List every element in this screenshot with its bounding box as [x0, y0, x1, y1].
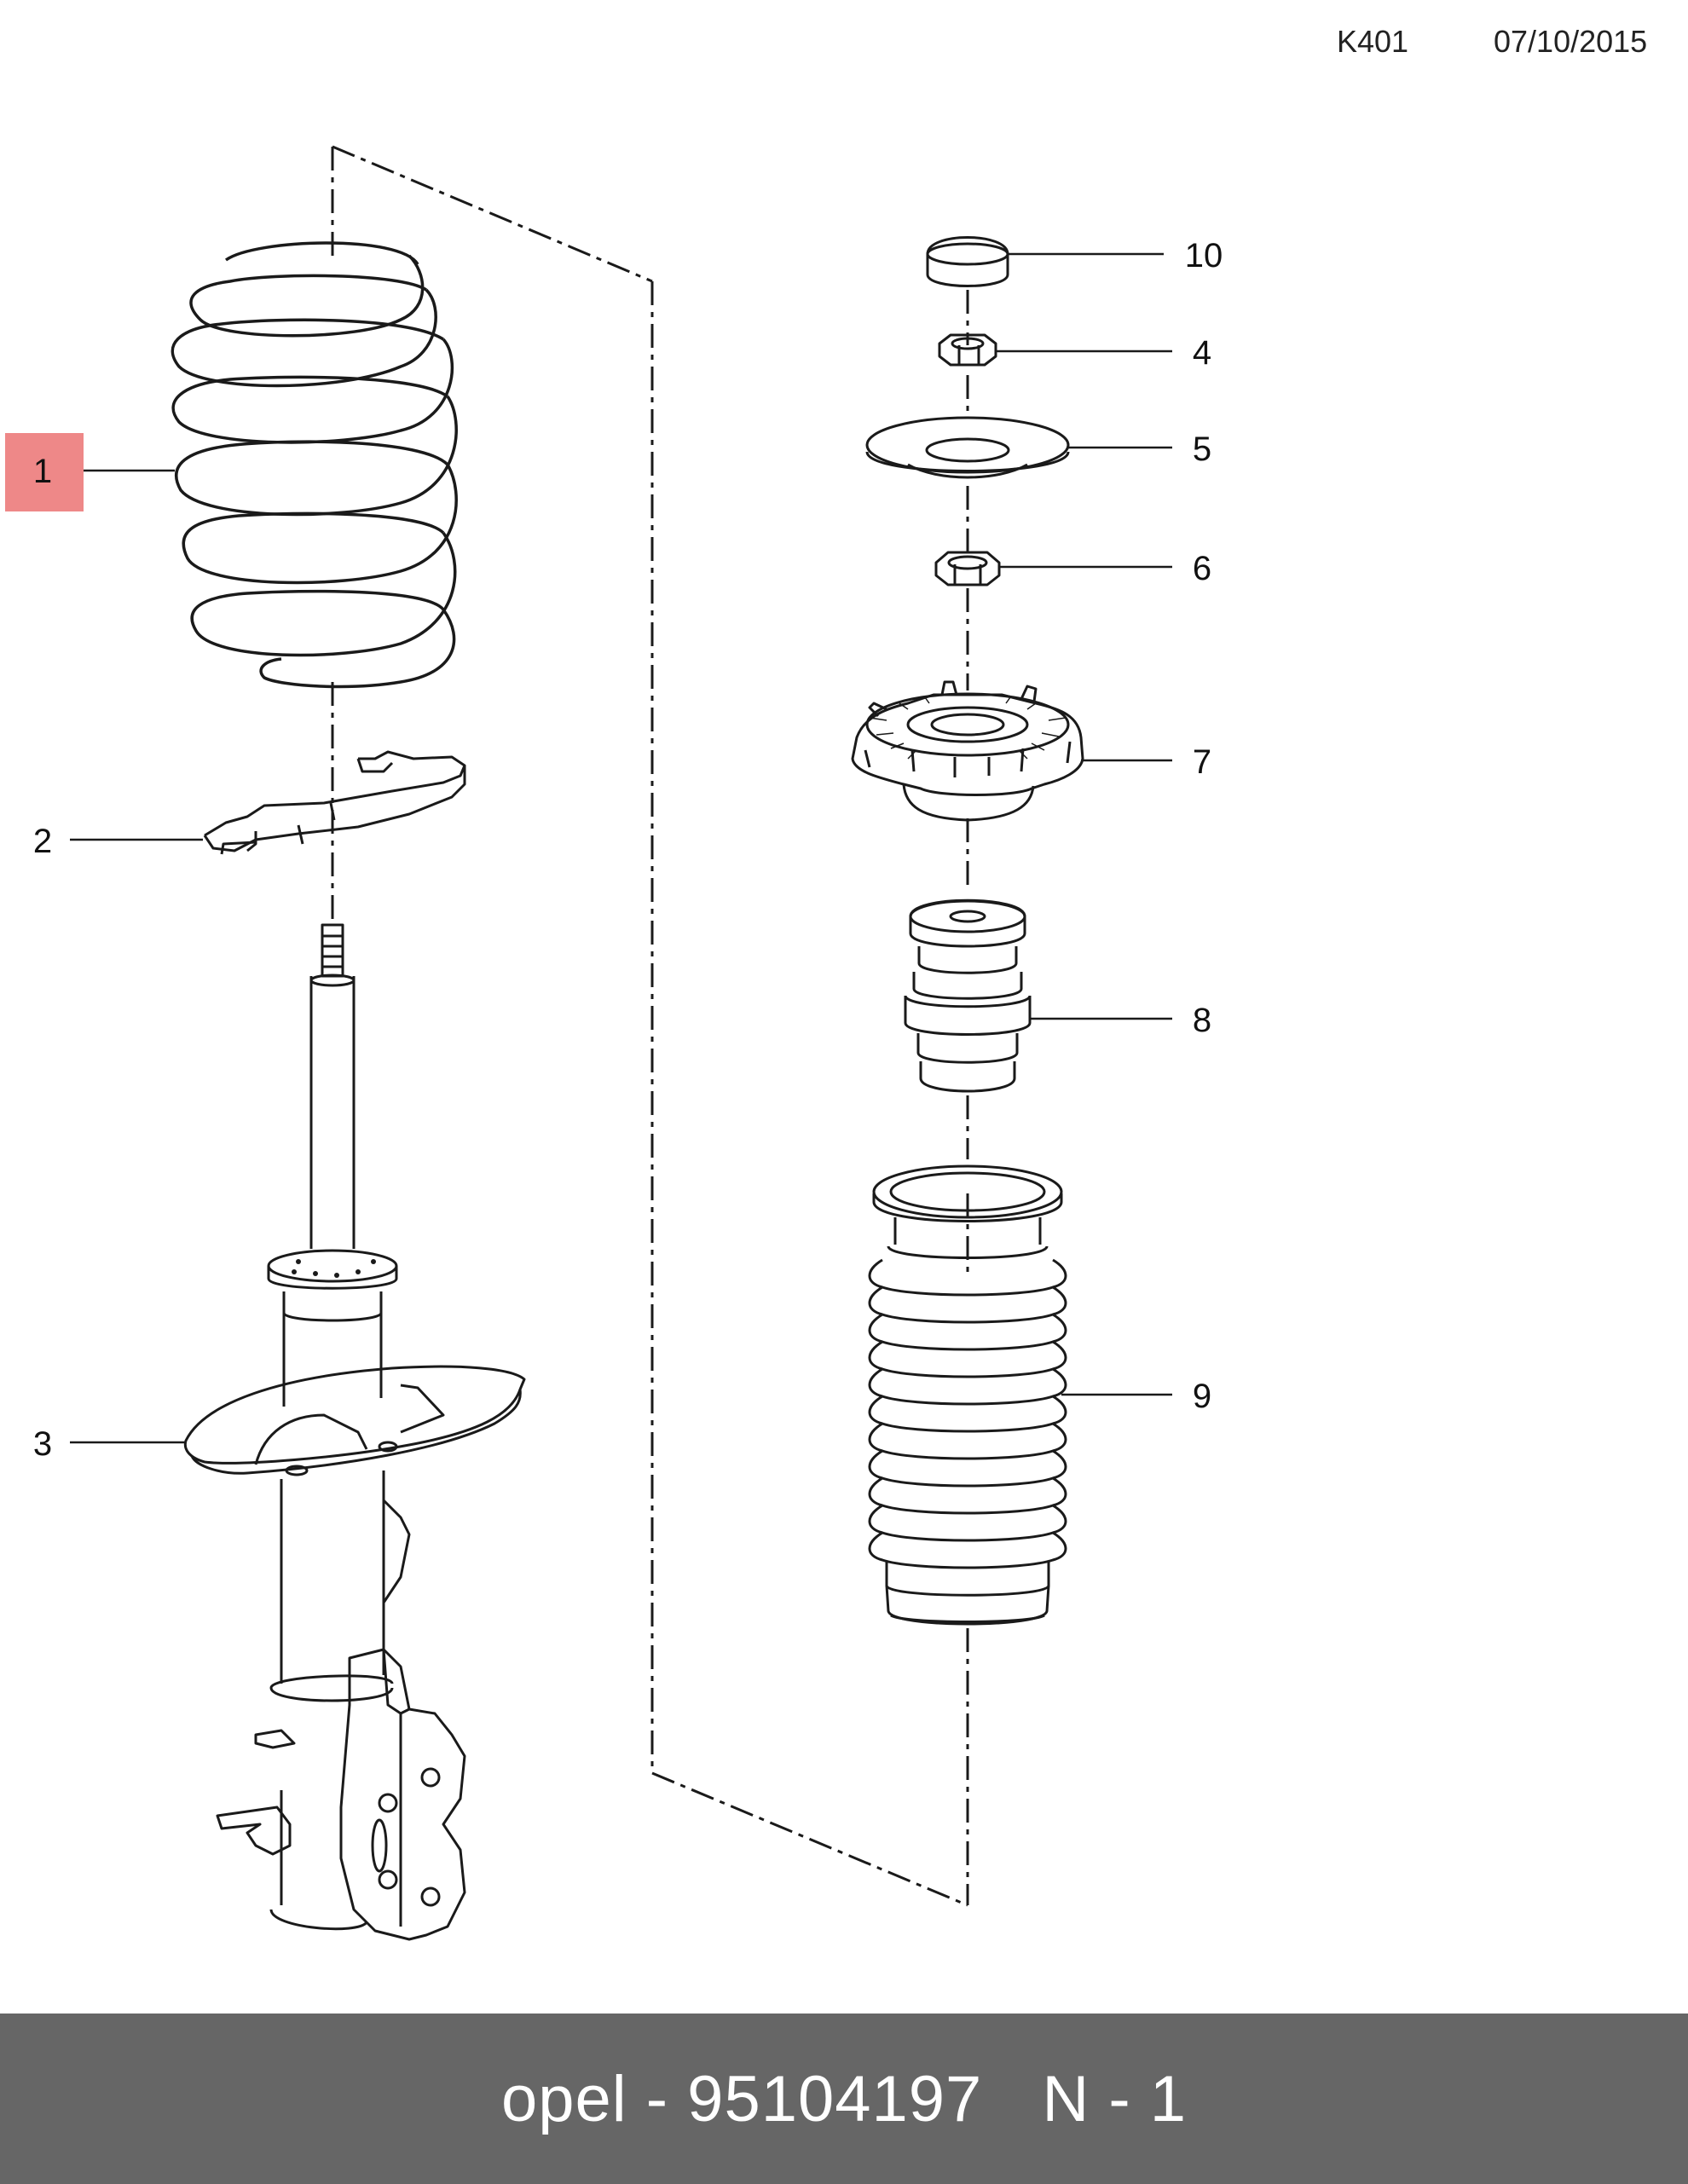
callout-3[interactable]: 3 [33, 1425, 52, 1463]
leader-lines [70, 252, 1172, 1444]
callout-6[interactable]: 6 [1193, 550, 1211, 587]
callout-8[interactable]: 8 [1193, 1002, 1211, 1039]
assembly-frame-lines [331, 145, 969, 1907]
callout-10[interactable]: 10 [1185, 237, 1223, 274]
coil-spring-part-1 [171, 241, 458, 689]
nut-part-4 [938, 333, 997, 367]
dust-boot-part-9 [868, 1164, 1067, 1626]
part-info-footer: opel - 95104197 N - 1 [0, 2014, 1688, 2184]
strut-mount-part-7 [851, 680, 1084, 822]
callout-7[interactable]: 7 [1193, 743, 1211, 781]
callout-9[interactable]: 9 [1193, 1378, 1211, 1415]
nut-part-6 [934, 551, 1001, 586]
quantity-text: N - 1 [1042, 2062, 1188, 2135]
callout-5[interactable]: 5 [1193, 430, 1211, 468]
dust-cap-part-10 [926, 236, 1009, 287]
part-number-text: opel - 95104197 [500, 2062, 983, 2135]
bump-stop-part-8 [904, 898, 1032, 1093]
boot-ridges [868, 1258, 1067, 1569]
strut-assembly-part-3 [183, 923, 526, 1941]
exploded-parts-diagram: 1 2 3 4 5 6 7 8 9 10 [5, 145, 1223, 1941]
diagram-date: 07/10/2015 [1494, 24, 1648, 59]
washer-part-5 [865, 416, 1070, 479]
spring-seat-part-2 [203, 750, 466, 855]
callout-1[interactable]: 1 [33, 453, 52, 490]
diagram-code: K401 [1337, 24, 1409, 59]
callout-2[interactable]: 2 [33, 823, 52, 860]
callout-1-highlight [5, 433, 84, 511]
callout-4[interactable]: 4 [1193, 334, 1211, 372]
